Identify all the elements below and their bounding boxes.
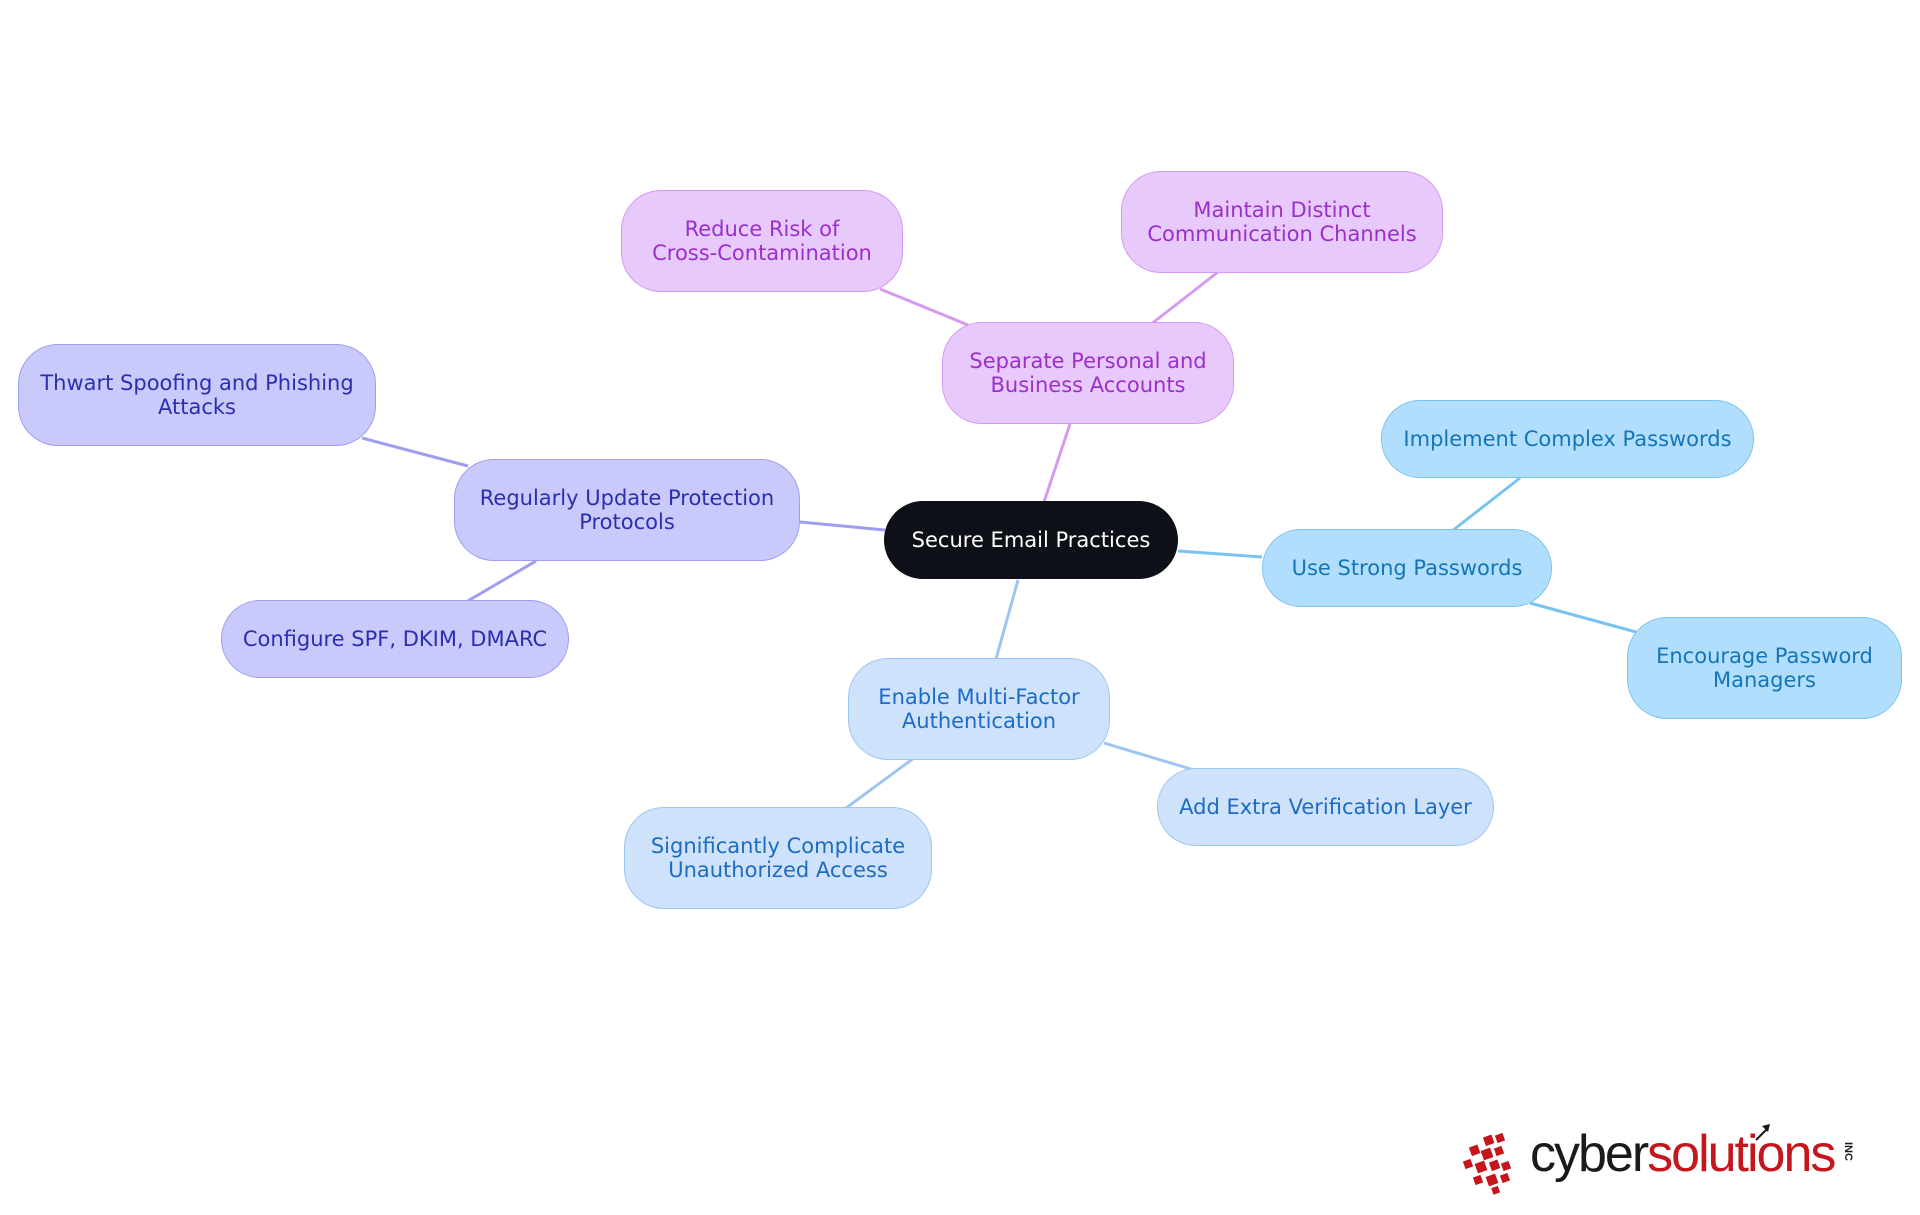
edge-separate-maintain — [1149, 270, 1219, 327]
logo-word-solutions: solutions — [1647, 1125, 1836, 1183]
edge-root-separate — [1042, 423, 1072, 503]
leaf-node-configure-spf: Configure SPF, DKIM, DMARC — [221, 600, 569, 678]
leaf-node-extra-verification: Add Extra Verification Layer — [1157, 768, 1494, 846]
edge-strong-implement — [1451, 476, 1521, 533]
leaf-node-reduce-risk: Reduce Risk of Cross-Contamination — [621, 190, 903, 292]
edge-enable-add — [1103, 741, 1195, 772]
leaf-node-maintain-channels: Maintain Distinct Communication Channels — [1121, 171, 1443, 273]
leaf-node-complicate-access: Significantly Complicate Unauthorized Ac… — [624, 807, 932, 909]
logo-arrow-icon — [1755, 1124, 1770, 1141]
logo-inc: INC — [1842, 1142, 1854, 1161]
logo-mark-icon — [1462, 1132, 1512, 1195]
edge-strong-encourage — [1529, 601, 1637, 634]
logo-word-cyber: cyber — [1530, 1125, 1649, 1183]
root-node: Secure Email Practices — [884, 501, 1178, 579]
edge-enable-significantly — [845, 756, 915, 810]
edge-root-strong — [1177, 549, 1263, 559]
leaf-node-complex-passwords: Implement Complex Passwords — [1381, 400, 1754, 478]
leaf-node-password-managers: Encourage Password Managers — [1627, 617, 1902, 719]
leaf-node-thwart-spoofing: Thwart Spoofing and Phishing Attacks — [18, 344, 376, 446]
branch-node-separate-accounts: Separate Personal and Business Accounts — [942, 322, 1234, 424]
cybersolutions-logo: cybersolutions INC — [1462, 1122, 1872, 1198]
edge-regularly-thwart — [361, 436, 469, 468]
edge-separate-reduce — [879, 287, 969, 327]
edge-root-regularly — [799, 520, 886, 532]
branch-node-multi-factor: Enable Multi-Factor Authentication — [848, 658, 1110, 760]
branch-node-update-protocols: Regularly Update Protection Protocols — [454, 459, 800, 561]
logo-wordmark: cybersolutions — [1530, 1124, 1836, 1184]
branch-node-strong-passwords: Use Strong Passwords — [1262, 529, 1552, 607]
edge-root-enable — [994, 579, 1020, 660]
edge-regularly-configure — [465, 559, 537, 604]
